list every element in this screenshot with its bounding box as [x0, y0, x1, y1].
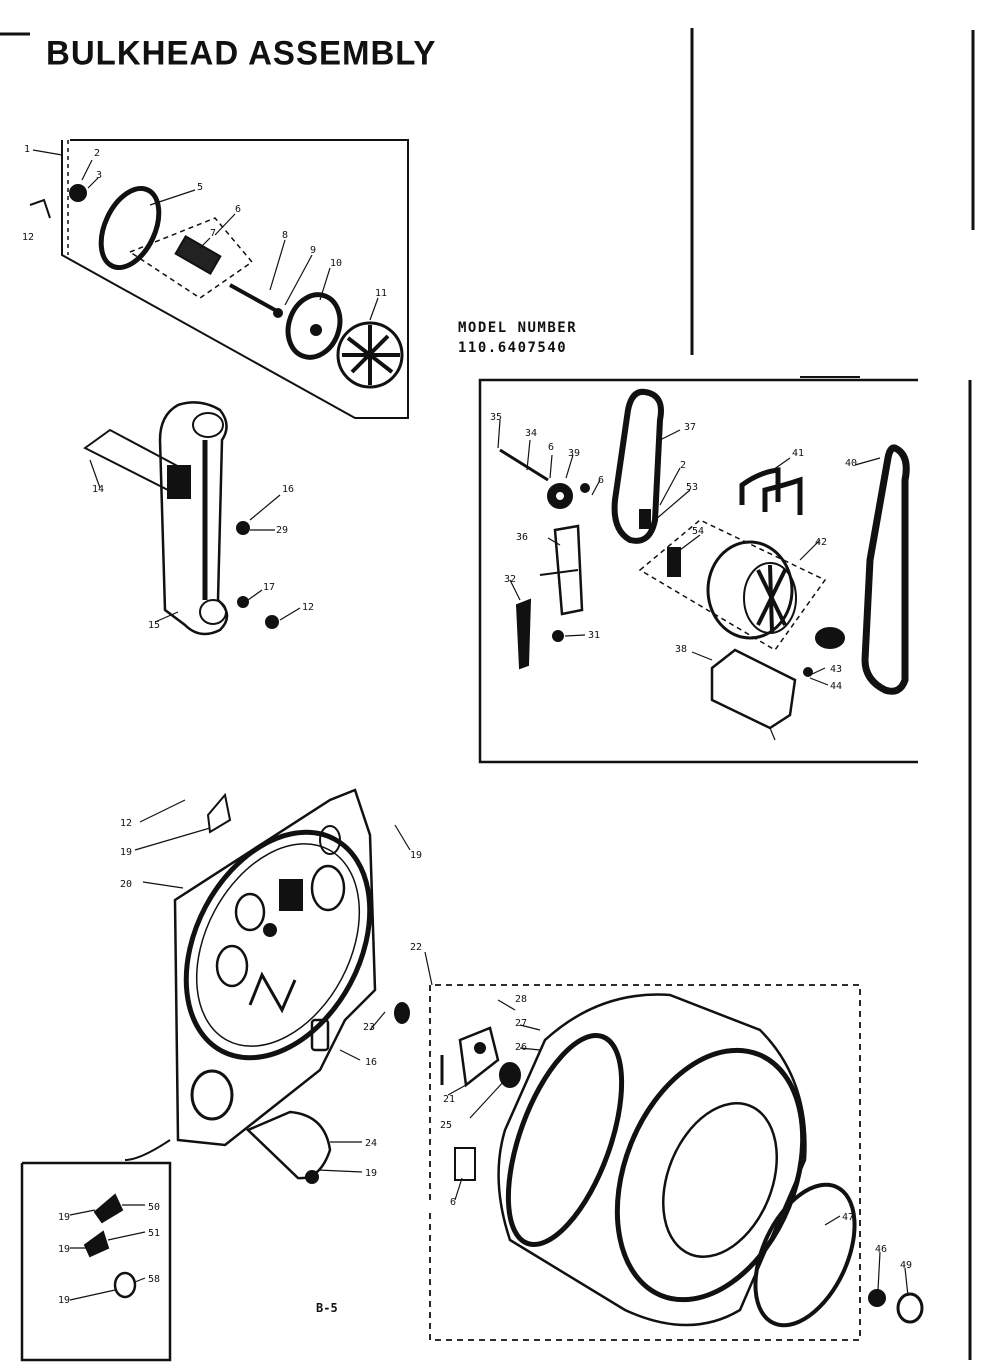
blower-seal-ring: [98, 185, 162, 271]
callout: 53: [686, 482, 698, 493]
motor-group-frame: [478, 378, 918, 764]
callout: 26: [515, 1042, 527, 1053]
callout: 12: [302, 602, 314, 613]
callout: 46: [875, 1244, 887, 1255]
page-rules: [0, 28, 975, 1360]
bulkhead-panel: [173, 788, 377, 1147]
exhaust-duct: [245, 1110, 332, 1180]
callout: 14: [92, 484, 104, 495]
callout: 27: [515, 1018, 527, 1029]
motor-base: [710, 648, 797, 730]
callout: 38: [675, 644, 687, 655]
callout: 12: [22, 232, 34, 243]
callout: 35: [490, 412, 502, 423]
callout: 31: [588, 630, 600, 641]
callout: 19: [58, 1295, 70, 1306]
callout: 25: [440, 1120, 452, 1131]
callout: 15: [148, 620, 160, 631]
callout: 28: [515, 994, 527, 1005]
motor-drive-assembly: [478, 378, 918, 764]
inset-frame: [20, 1161, 172, 1362]
blower-impeller: [336, 321, 404, 389]
callout: 49: [900, 1260, 912, 1271]
callout: 1: [24, 144, 30, 155]
callout: 32: [504, 574, 516, 585]
page-title: BULKHEAD ASSEMBLY: [46, 33, 437, 72]
drum-belt: [611, 388, 664, 544]
drum-group-frame: [429, 984, 861, 1341]
callout: 19: [58, 1212, 70, 1223]
idler-bracket: [553, 524, 584, 616]
callout: 37: [684, 422, 696, 433]
blower-disc: [285, 292, 343, 360]
callout: 5: [197, 182, 203, 193]
bulkhead-ring: [183, 829, 373, 1061]
rear-bearing: [394, 1002, 410, 1024]
callout: 6: [548, 442, 554, 453]
callout: 21: [443, 1094, 455, 1105]
drive-motor: [706, 540, 794, 640]
drum-seal: [753, 1182, 857, 1328]
model-number-label: MODEL NUMBER: [458, 320, 578, 336]
callout: 43: [830, 664, 842, 675]
callout: 54: [692, 526, 704, 537]
callout: 2: [680, 460, 686, 471]
blower-group-frame: [61, 139, 409, 419]
callout: 17: [263, 582, 275, 593]
callout: 19: [58, 1244, 70, 1255]
callout: 19: [365, 1168, 377, 1179]
model-number-value: 110.6407540: [458, 340, 568, 356]
model-number-block: MODEL NUMBER 110.6407540: [458, 318, 577, 358]
callout: 16: [282, 484, 294, 495]
callout: 51: [148, 1228, 160, 1239]
drum-shell: [497, 993, 807, 1327]
callout: 36: [516, 532, 528, 543]
callout: 47: [842, 1212, 854, 1223]
callout: 50: [148, 1202, 160, 1213]
callout: 19: [120, 847, 132, 858]
callout: 42: [815, 537, 827, 548]
callout: 6: [450, 1197, 456, 1208]
callout: 6: [235, 204, 241, 215]
drum-bracket: [458, 1026, 500, 1088]
callout: 19: [410, 850, 422, 861]
blower-wheel-assembly: [29, 139, 409, 419]
callout: 2: [94, 148, 100, 159]
callout-labels: 1 2 3 5 6 7 8 9 10 11 12 14 15 16 29 17 …: [22, 144, 912, 1315]
callout: 22: [410, 942, 422, 953]
callout: 40: [845, 458, 857, 469]
callout: 41: [792, 448, 804, 459]
callout: 16: [365, 1057, 377, 1068]
lint-duct-assembly: [83, 401, 301, 636]
bulkhead-drum-assembly: [124, 788, 924, 1341]
motor-belt: [861, 444, 910, 695]
hardware-inset: [20, 1161, 172, 1362]
callout: 34: [525, 428, 537, 439]
callout: 24: [365, 1138, 377, 1149]
callout: 11: [375, 288, 387, 299]
callout: 7: [210, 228, 216, 239]
callout: 9: [310, 245, 316, 256]
callout: 6: [598, 475, 604, 486]
callout: 29: [276, 525, 288, 536]
callout: 44: [830, 681, 842, 692]
motor-mount-frame: [638, 519, 827, 651]
callout: 8: [282, 230, 288, 241]
callout: 3: [96, 170, 102, 181]
callout: 58: [148, 1274, 160, 1285]
callout: 23: [363, 1022, 375, 1033]
callout: 39: [568, 448, 580, 459]
callout: 10: [330, 258, 342, 269]
lint-duct: [158, 401, 229, 636]
page-reference: B-5: [316, 1301, 338, 1315]
callout: 12: [120, 818, 132, 829]
callout: 20: [120, 879, 132, 890]
